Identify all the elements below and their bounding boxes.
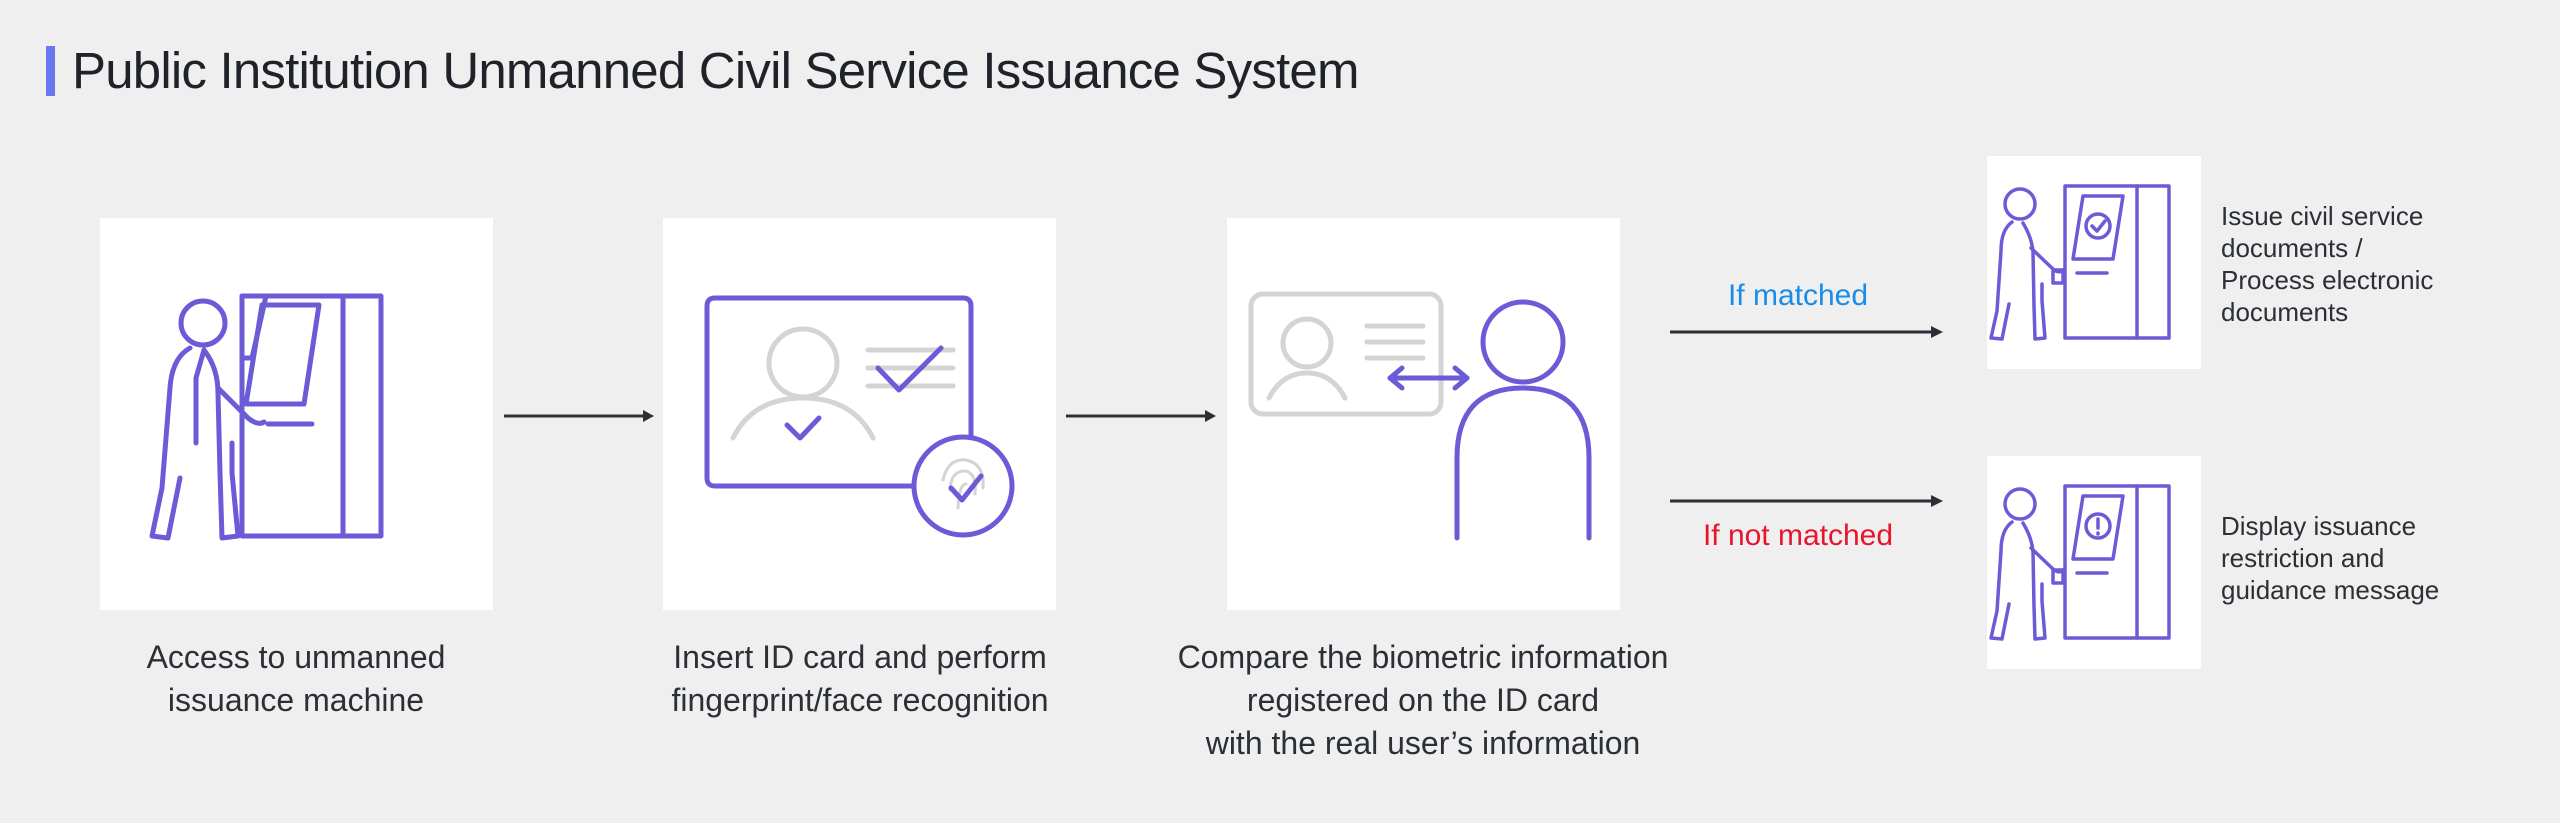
flow-arrow-1 (504, 410, 654, 422)
page-title: Public Institution Unmanned Civil Servic… (72, 42, 1359, 99)
id-compare-person-icon (1248, 291, 1592, 541)
id-card-fingerprint-icon (704, 295, 1015, 538)
outcome-2-label: Display issuance restriction and guidanc… (2221, 511, 2440, 605)
kiosk-person-icon (149, 293, 384, 541)
branch-arrow-not-matched (1670, 495, 1943, 507)
outcome-1-card (1987, 156, 2201, 369)
branch-label-not-matched: If not matched (1702, 519, 1894, 552)
step-1-label: Access to unmanned issuance machine (146, 639, 446, 718)
title-accent-bar (46, 46, 55, 96)
branch-label-matched: If matched (1727, 279, 1869, 312)
flow-arrow-2 (1066, 410, 1216, 422)
step-2-card (663, 218, 1056, 610)
step-3-card (1227, 218, 1620, 610)
step-2-label: Insert ID card and perform fingerprint/f… (671, 639, 1049, 718)
step-1-card (100, 218, 493, 610)
step-3-label: Compare the biometric information regist… (1177, 639, 1669, 761)
outcome-1-label: Issue civil service documents / Process … (2221, 201, 2434, 327)
branch-arrow-matched (1670, 326, 1943, 338)
kiosk-alert-icon (1989, 484, 2171, 641)
kiosk-check-icon (1989, 184, 2171, 341)
outcome-2-card (1987, 456, 2201, 669)
